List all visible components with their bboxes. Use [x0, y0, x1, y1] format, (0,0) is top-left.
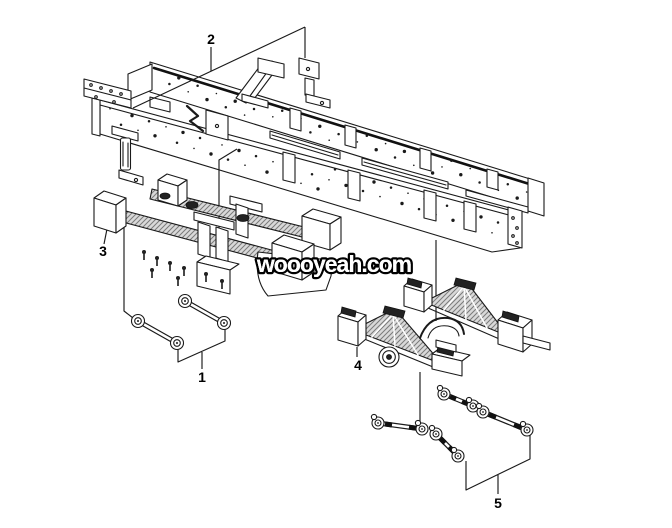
rear-cab-bracket: [298, 57, 331, 109]
leader-suspension-to-rods-1: [123, 224, 134, 319]
trunnion-stand-right: [497, 310, 551, 353]
torque-rod: [130, 313, 185, 351]
callout-2: 2: [207, 31, 215, 47]
callout-1: 1: [198, 369, 206, 385]
torque-rod: [370, 413, 429, 436]
far-rail-stiffeners: [289, 107, 499, 191]
trunnion-stand-left: [337, 306, 367, 347]
spring-hanger-right-rear: [301, 208, 342, 251]
shock-absorber: [111, 125, 144, 186]
spring-hanger-left-rear: [157, 173, 188, 207]
bump-stop: [159, 192, 171, 200]
front-crossmember: [83, 63, 153, 109]
near-rail-front-cap: [91, 97, 101, 137]
trunnion-stand-rear-left: [403, 277, 433, 313]
frame-cross-members: [269, 130, 529, 214]
axle-saddle: [419, 316, 465, 353]
bracket-line-5: [465, 428, 531, 494]
torque-rod: [475, 402, 534, 437]
watermark: woooyeah.com: [256, 251, 412, 277]
torque-rod: [177, 293, 232, 331]
spring-hanger-left-front: [93, 190, 127, 234]
front-suspension-assembly: [93, 173, 342, 297]
rear-spring-stack: [423, 277, 509, 342]
frame-assembly: [83, 57, 545, 253]
cab-mount-bracket: [235, 57, 285, 109]
torque-rod: [436, 384, 480, 413]
bump-stop: [236, 214, 250, 222]
torque-rods-rear: [370, 384, 534, 463]
bump-stop: [185, 201, 199, 209]
near-rail-stiffeners: [282, 151, 477, 233]
callout-5: 5: [494, 495, 502, 511]
bracket-line-1: [177, 329, 226, 369]
rear-suspension-assembly: [337, 277, 551, 377]
center-tower-front: [193, 211, 235, 263]
spring-clip: [149, 96, 229, 141]
u-bolt-fasteners: [142, 250, 224, 289]
trunnion-stand-bottom: [431, 345, 471, 377]
callout-3: 3: [99, 243, 107, 259]
spring-hanger-right-front: [271, 234, 315, 281]
frame-near-rail: [91, 97, 523, 253]
front-spring-stack: [352, 305, 443, 370]
callout-4: 4: [354, 357, 362, 373]
torque-rod: [428, 424, 465, 463]
leader-line-2: [132, 26, 306, 109]
torque-rods-front: [130, 293, 232, 351]
roller-wheel: [378, 346, 400, 368]
near-rail-end-cap: [507, 206, 523, 249]
watermark-fill-layer: woooyeah.com: [256, 251, 412, 277]
lower-center-bracket: [196, 255, 240, 295]
far-rail-end-cap: [527, 177, 545, 217]
